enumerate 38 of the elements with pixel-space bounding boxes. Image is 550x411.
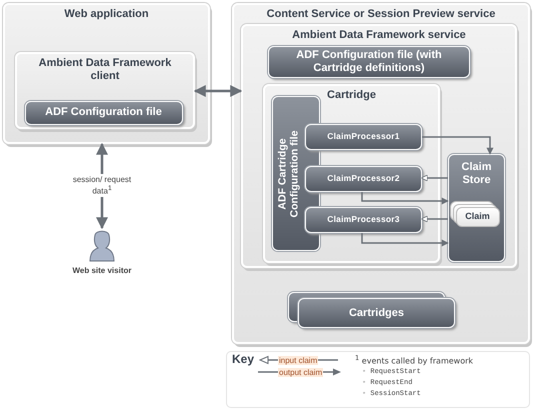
- box-label: ClaimProcessor1: [326, 132, 401, 142]
- box-label: ClaimProcessor3: [326, 215, 401, 225]
- edge-label: session/ request data$^{1}$: [72, 174, 132, 197]
- container-title: Web application: [63, 8, 150, 21]
- arrow: [422, 136, 494, 155]
- arrow: [361, 192, 449, 204]
- box-label: Claim: [464, 211, 491, 222]
- process-box: [268, 46, 470, 78]
- legend-label: input claim: [278, 356, 318, 364]
- container-box: [241, 24, 517, 268]
- container-title: Cartridge: [326, 89, 377, 102]
- process-box: [305, 124, 422, 150]
- process-box: [24, 100, 182, 124]
- box-label: ClaimProcessor2: [326, 174, 401, 184]
- box-label: ADF Cartridge Configuration file: [277, 129, 301, 220]
- arrow: [420, 216, 448, 222]
- container-box: [232, 3, 530, 344]
- container-box: [263, 84, 440, 263]
- container-box: [15, 52, 195, 129]
- box-label: ADF Configuration file (with Cartridge definitions): [295, 49, 443, 75]
- process-box: [305, 166, 422, 192]
- arrow: [361, 233, 449, 246]
- store-box: [448, 154, 505, 262]
- container-title: Ambient Data Framework service: [291, 29, 467, 42]
- container-title: Ambient Data Framework client: [38, 57, 172, 82]
- box-label: ADF Configuration file: [44, 106, 163, 119]
- footnote: $^{1}$ events called by framework: [355, 354, 474, 366]
- process-box: [305, 207, 422, 233]
- arrow: [420, 174, 448, 182]
- key-title: Key: [232, 352, 254, 366]
- container-box: [3, 3, 210, 144]
- box-label: Claim Store: [460, 161, 492, 186]
- process-box: [298, 298, 455, 328]
- node-caption: Web site visitor: [72, 266, 132, 276]
- legend-label: output claim: [278, 368, 324, 376]
- arrow: [194, 85, 242, 97]
- container-title: Content Service or Session Preview service: [266, 8, 496, 21]
- box-label: Cartridges: [348, 306, 406, 320]
